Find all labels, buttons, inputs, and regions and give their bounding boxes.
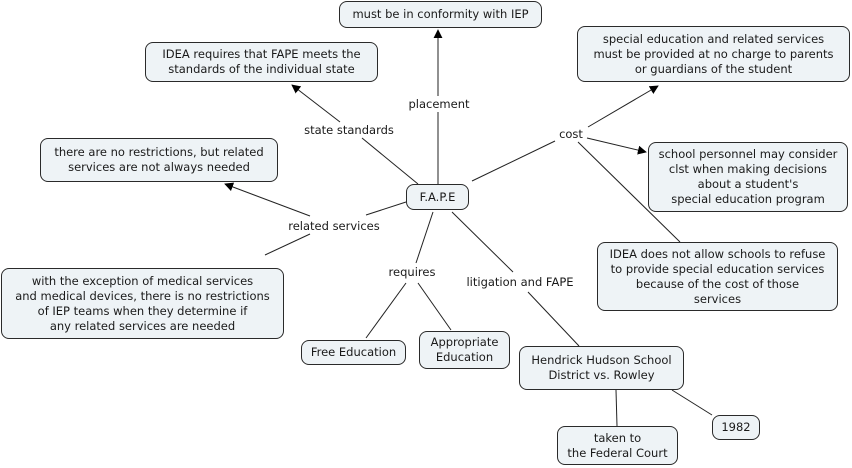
link-label-cost: cost	[557, 127, 585, 141]
link-fape-related	[365, 201, 407, 216]
link-related-medical	[264, 233, 311, 256]
node-medical-exception[interactable]: with the exception of medical services a…	[1, 268, 284, 339]
arrow-cost-nocharge	[587, 85, 659, 128]
link-fape-state	[361, 137, 419, 185]
arrow-cost-consider	[586, 137, 647, 155]
node-refuse-cost[interactable]: IDEA does not allow schools to refuse to…	[597, 242, 838, 311]
link-label-requires: requires	[386, 265, 438, 279]
link-fape-cost	[471, 140, 556, 182]
arrow-state	[291, 84, 341, 123]
node-no-restrictions[interactable]: there are no restrictions, but related s…	[40, 138, 278, 182]
link-cost-refuse	[577, 141, 681, 243]
arrow-related-norestr	[224, 182, 311, 217]
node-no-charge[interactable]: special education and related services m…	[577, 26, 850, 82]
link-rowley-federal	[615, 389, 618, 427]
link-fape-litigation	[451, 211, 514, 273]
node-federal-court[interactable]: taken to the Federal Court	[557, 426, 678, 465]
link-requires-appropriate	[417, 282, 452, 331]
link-fape-requires	[415, 211, 434, 264]
link-label-state-standards: state standards	[302, 123, 396, 137]
node-appropriate-education[interactable]: Appropriate Education	[419, 331, 510, 369]
node-rowley-case[interactable]: Hendrick Hudson School District vs. Rowl…	[519, 346, 684, 390]
link-label-related-services: related services	[286, 219, 382, 233]
node-year-1982[interactable]: 1982	[712, 415, 760, 440]
node-free-education[interactable]: Free Education	[301, 340, 406, 365]
link-label-litigation: litigation and FAPE	[464, 275, 576, 289]
link-label-placement: placement	[406, 97, 472, 111]
link-requires-free	[365, 282, 407, 339]
link-rowley-year	[671, 389, 713, 416]
link-litigation-rowley	[527, 291, 580, 347]
node-fape[interactable]: F.A.P.E	[406, 184, 469, 210]
node-iep-conformity[interactable]: must be in conformity with IEP	[339, 1, 542, 28]
node-state-standards[interactable]: IDEA requires that FAPE meets the standa…	[145, 42, 378, 82]
node-consider-cost[interactable]: school personnel may consider clst when …	[648, 142, 848, 212]
